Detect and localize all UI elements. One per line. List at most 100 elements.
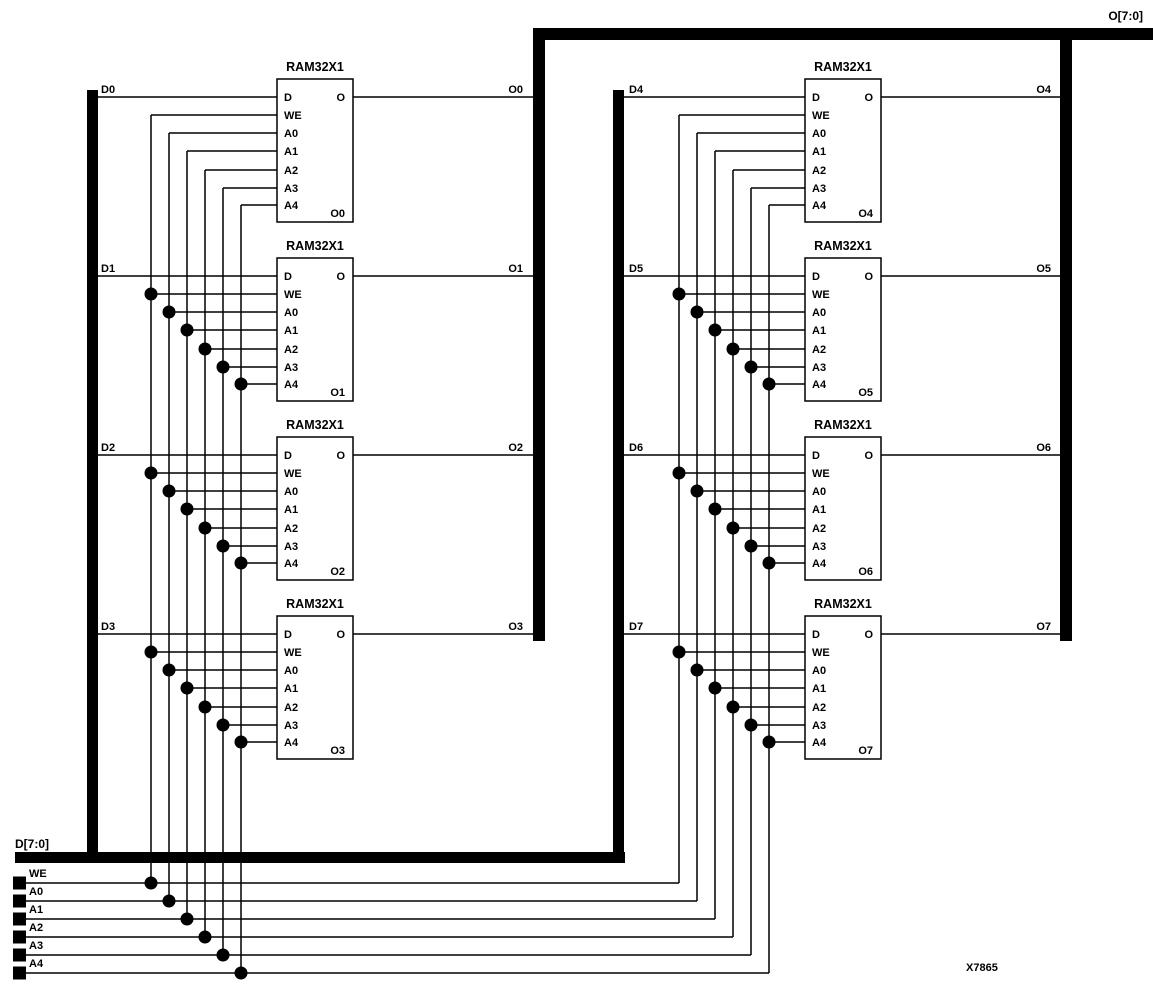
we-junction-dot-bottom: [144, 876, 158, 890]
pin-label-o: O: [864, 92, 873, 104]
pin-label-a3: A3: [812, 362, 826, 374]
we-junction-dot-right-row2: [672, 466, 686, 480]
a0-junction-dot-left-row2: [162, 484, 176, 498]
pin-label-o: O: [336, 450, 345, 462]
a3-label: A3: [29, 940, 43, 952]
a4-input-terminal: [13, 966, 26, 980]
d0-input-label: D0: [101, 84, 115, 96]
pin-label-d: D: [284, 92, 292, 104]
pin-label-a4: A4: [284, 737, 299, 749]
a3-junction-dot-right-row2: [744, 539, 758, 553]
d5-input-label: D5: [629, 263, 643, 275]
pin-label-a2: A2: [284, 523, 298, 535]
we-label: WE: [29, 868, 47, 880]
pin-label-a0: A0: [284, 128, 298, 140]
a4-label: A4: [29, 958, 44, 970]
a4-junction-dot-right-row1: [762, 377, 776, 391]
pin-label-a4: A4: [812, 558, 827, 570]
a1-junction-dot-bottom: [180, 912, 194, 926]
o4-output-label: O4: [1036, 84, 1052, 96]
pin-label-we: WE: [812, 289, 830, 301]
a2-junction-dot-right-row3: [726, 700, 740, 714]
slot-label: O0: [330, 208, 345, 220]
pin-label-a3: A3: [812, 183, 826, 195]
a0-junction-dot-right-row1: [690, 305, 704, 319]
pin-label-o: O: [336, 271, 345, 283]
d-bus-left-segment: [87, 90, 98, 863]
block-title: RAM32X1: [814, 239, 872, 253]
block-outline: [276, 436, 354, 581]
a2-junction-dot-right-row2: [726, 521, 740, 535]
pin-label-a2: A2: [284, 344, 298, 356]
pin-label-we: WE: [812, 647, 830, 659]
pin-label-a1: A1: [284, 146, 298, 158]
a0-junction-dot-left-row1: [162, 305, 176, 319]
a0-label: A0: [29, 886, 43, 898]
a0-junction-dot-right-row2: [690, 484, 704, 498]
we-junction-dot-left-row2: [144, 466, 158, 480]
pin-label-o: O: [864, 450, 873, 462]
we-junction-dot-right-row1: [672, 287, 686, 301]
a4-junction-dot-bottom: [234, 966, 248, 980]
d-bus-right-segment: [613, 90, 624, 863]
a1-junction-dot-right-row1: [708, 323, 722, 337]
o1-output-label: O1: [508, 263, 523, 275]
block-title: RAM32X1: [814, 60, 872, 74]
a1-input-terminal: [13, 912, 26, 926]
pin-label-a1: A1: [812, 683, 826, 695]
pin-label-a4: A4: [284, 379, 299, 391]
pin-label-a2: A2: [284, 702, 298, 714]
a2-junction-dot-right-row1: [726, 342, 740, 356]
a0-junction-dot-bottom: [162, 894, 176, 908]
o-bus-right-segment: [1060, 28, 1072, 641]
pin-label-we: WE: [284, 647, 302, 659]
pin-label-d: D: [812, 271, 820, 283]
pin-label-a0: A0: [812, 307, 826, 319]
we-junction-dot-left-row1: [144, 287, 158, 301]
a3-junction-dot-right-row3: [744, 718, 758, 732]
pin-label-a3: A3: [812, 720, 826, 732]
pin-label-a3: A3: [284, 720, 298, 732]
a3-junction-dot-left-row3: [216, 718, 230, 732]
pin-label-a1: A1: [284, 325, 298, 337]
d6-input-label: D6: [629, 442, 643, 454]
pin-label-a1: A1: [812, 504, 826, 516]
pin-label-we: WE: [812, 110, 830, 122]
block-outline: [804, 436, 882, 581]
block-outline: [276, 78, 354, 223]
block-title: RAM32X1: [286, 60, 344, 74]
a2-label: A2: [29, 922, 43, 934]
pin-label-a2: A2: [284, 165, 298, 177]
pin-label-d: D: [812, 450, 820, 462]
pin-label-d: D: [284, 629, 292, 641]
a4-junction-dot-right-row3: [762, 735, 776, 749]
block-outline: [804, 78, 882, 223]
block-title: RAM32X1: [286, 597, 344, 611]
o3-output-label: O3: [508, 621, 523, 633]
block-outline: [804, 257, 882, 402]
a3-junction-dot-left-row1: [216, 360, 230, 374]
pin-label-a0: A0: [812, 665, 826, 677]
a0-input-terminal: [13, 894, 26, 908]
pin-label-o: O: [336, 92, 345, 104]
pin-label-a0: A0: [812, 486, 826, 498]
we-input-terminal: [13, 876, 26, 890]
o-bus-label: O[7:0]: [1108, 9, 1143, 23]
a2-input-terminal: [13, 930, 26, 944]
pin-label-a1: A1: [284, 504, 298, 516]
block-outline: [276, 615, 354, 760]
a1-junction-dot-right-row3: [708, 681, 722, 695]
a1-junction-dot-left-row2: [180, 502, 194, 516]
o2-output-label: O2: [508, 442, 523, 454]
pin-label-a2: A2: [812, 523, 826, 535]
slot-label: O3: [330, 745, 345, 757]
a4-junction-dot-left-row1: [234, 377, 248, 391]
pin-label-a3: A3: [284, 362, 298, 374]
